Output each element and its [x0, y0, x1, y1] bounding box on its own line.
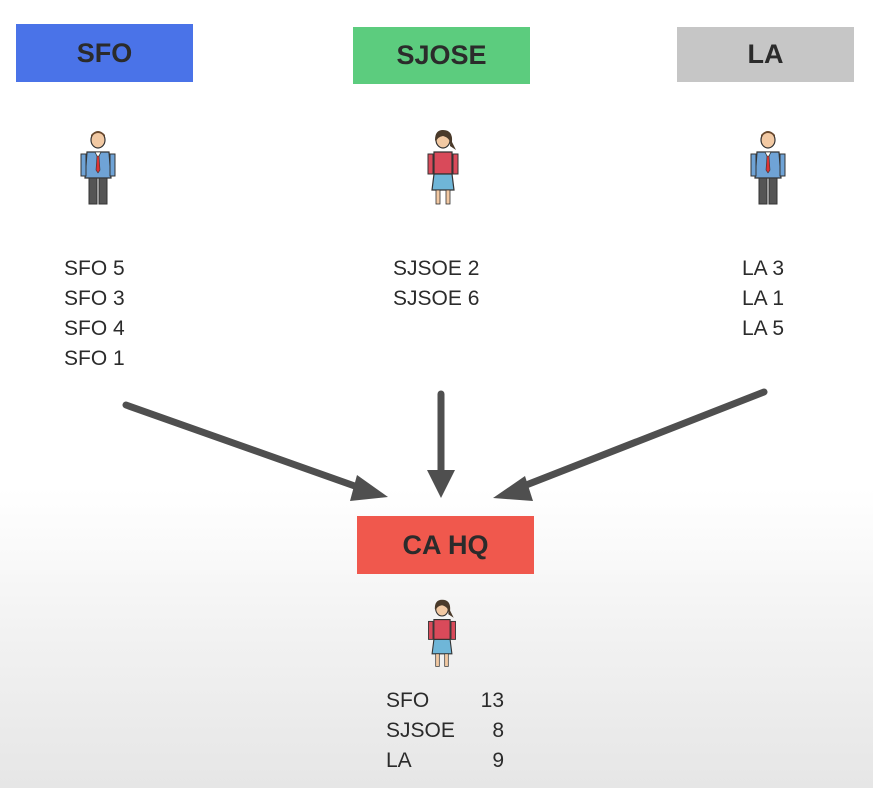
arrow-head-sfo: [350, 475, 388, 501]
businesswoman-icon: [428, 599, 456, 667]
total-name: SFO: [386, 689, 430, 712]
list-item: SFO 3: [64, 287, 125, 310]
total-value: 13: [480, 689, 504, 712]
sfo-entry-list: SFO 5 SFO 3 SFO 4 SFO 1: [64, 254, 125, 374]
total-name: LA: [386, 749, 412, 772]
ca-hq-box: CA HQ: [357, 516, 534, 574]
table-row: SJSOE 8: [386, 716, 504, 746]
total-value: 9: [492, 749, 504, 772]
la-header-box: LA: [677, 27, 854, 82]
sjose-header-box: SJOSE: [353, 27, 530, 84]
sjose-header-label: SJOSE: [396, 40, 487, 70]
table-row: SFO 13: [386, 686, 504, 716]
arrow-head-la: [493, 476, 533, 501]
arrow-head-sjose: [427, 470, 455, 498]
businessman-icon: [80, 131, 116, 205]
la-header-label: LA: [747, 39, 784, 69]
businesswoman-icon: [427, 130, 459, 205]
ca-hq-label: CA HQ: [402, 529, 489, 560]
list-item: SJSOE 2: [393, 257, 480, 280]
sjose-entry-list: SJSOE 2 SJSOE 6: [393, 254, 479, 314]
sfo-header-label: SFO: [76, 37, 133, 68]
list-item: LA 3: [742, 257, 785, 280]
sfo-header-box: SFO: [16, 24, 193, 82]
list-item: SJSOE 6: [393, 287, 480, 310]
table-row: LA 9: [386, 746, 504, 776]
list-item: SFO 4: [64, 317, 125, 340]
list-item: LA 1: [742, 287, 785, 310]
total-name: SJSOE: [386, 719, 455, 742]
arrow-sfo-to-hq: [122, 401, 370, 494]
businessman-icon: [750, 131, 786, 205]
list-item: SFO 1: [64, 347, 125, 370]
total-value: 8: [492, 719, 504, 742]
arrow-la-to-hq: [512, 388, 768, 493]
list-item: SFO 5: [64, 257, 125, 280]
list-item: LA 5: [742, 317, 785, 340]
hq-totals-table: SFO 13 SJSOE 8 LA 9: [386, 686, 504, 776]
la-entry-list: LA 3 LA 1 LA 5: [742, 254, 784, 344]
